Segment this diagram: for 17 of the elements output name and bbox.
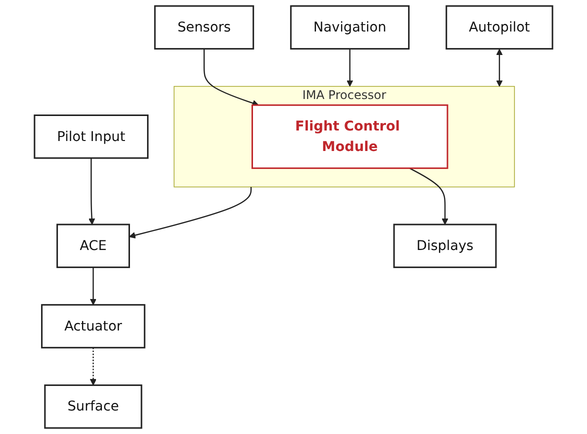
node-box: ACE	[56, 224, 130, 268]
node-box: Flight Control Module	[252, 104, 448, 169]
arrow	[496, 48, 503, 87]
node-box: Actuator	[41, 304, 146, 348]
arrow	[90, 267, 97, 306]
node-box: Displays	[393, 224, 497, 268]
node-box: Navigation	[290, 5, 410, 50]
arrow	[346, 48, 354, 87]
arrow	[88, 158, 96, 225]
node-box: Surface	[44, 384, 142, 429]
arrow	[90, 348, 97, 386]
node-box: Autopilot	[446, 5, 554, 50]
arrow	[128, 186, 252, 238]
arrow	[204, 48, 259, 106]
node-box: Pilot Input	[34, 114, 149, 159]
arrow	[409, 168, 448, 225]
node-box: Sensors	[154, 5, 254, 50]
